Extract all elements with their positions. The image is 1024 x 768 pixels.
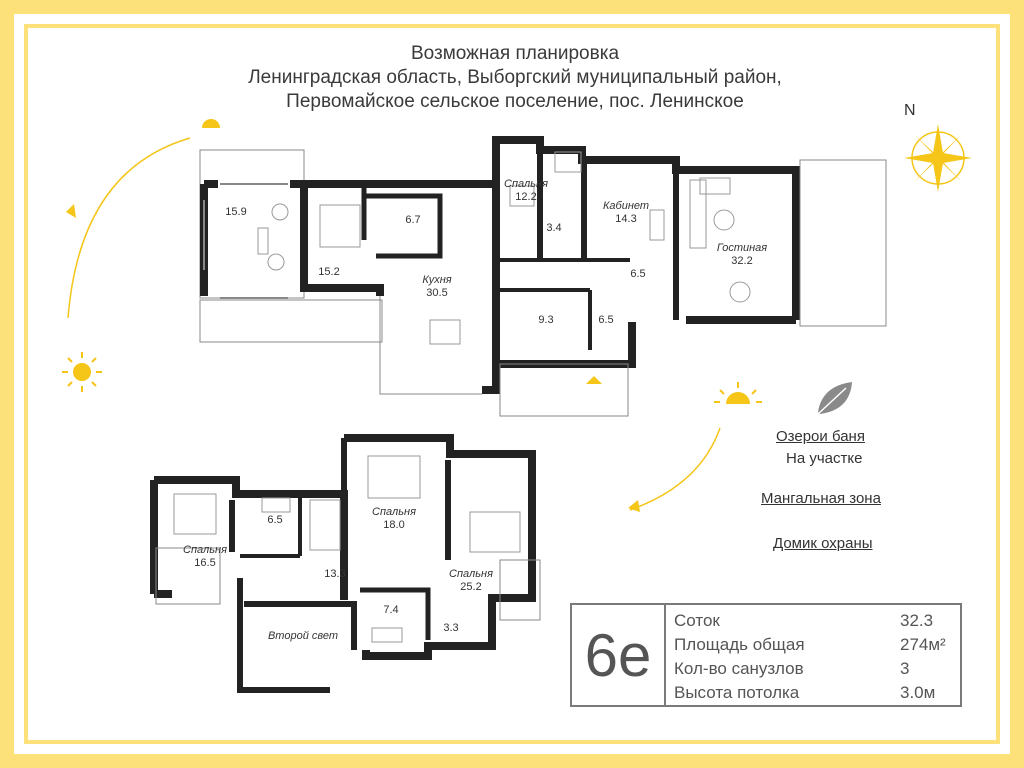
floor-2-furniture [173, 455, 521, 643]
spec-value: 32.3 [900, 611, 934, 630]
plan-code: 6е [572, 605, 666, 705]
room-area-15-9: 15.9 [225, 206, 247, 218]
arrow-icon [66, 204, 76, 218]
feature-link-sauna[interactable]: Озерои баня [776, 428, 865, 445]
floor-1-furniture [257, 151, 751, 345]
spec-row-bathrooms: Кол-во санузлов 3 [674, 657, 954, 681]
spec-row-plots: Соток 32.3 [674, 609, 954, 633]
room-area-6-5-wardrobe: 6.5 [598, 314, 614, 326]
page-title: Возможная планировка Ленинградская облас… [150, 42, 880, 114]
room-area-6-5-bath: 6.5 [267, 514, 283, 526]
feature-sub-sauna: На участке [786, 450, 863, 467]
feature-link-bbq[interactable]: Мангальная зона [761, 490, 881, 507]
leaf-icon [817, 382, 852, 415]
spec-key: Кол-во санузлов [674, 659, 804, 678]
title-line-1: Возможная планировка [410, 43, 620, 64]
spec-key: Площадь общая [674, 635, 805, 654]
spec-key: Соток [674, 611, 720, 630]
room-area-15-2: 15.2 [318, 266, 340, 278]
floor-2-plan [150, 434, 541, 693]
spec-value: 274м² [900, 635, 946, 654]
spec-key: Высота потолка [674, 683, 800, 702]
spec-row-area: Площадь общая 274м² [674, 633, 954, 657]
room-area-6-7: 6.7 [405, 214, 421, 226]
title-line-3: Первомайское сельское поселение, пос. Ле… [286, 91, 744, 112]
spec-value: 3.0м [900, 683, 936, 702]
sun-arc-left [67, 137, 191, 319]
spec-row-ceiling: Высота потолка 3.0м [674, 681, 954, 705]
room-area-3-4: 3.4 [546, 222, 562, 234]
entrance-arrow-icon [586, 376, 602, 384]
room-area-6-5-hall: 6.5 [630, 268, 646, 280]
floor-1-plan [199, 136, 887, 417]
sun-icon-top [202, 119, 220, 128]
sun-icon-left [62, 352, 102, 392]
sun-arc-right [629, 427, 721, 511]
sun-path [67, 137, 721, 511]
room-area-9-3: 9.3 [538, 314, 554, 326]
title-line-2: Ленинградская область, Выборгский муници… [248, 67, 782, 88]
inner-frame [24, 24, 1000, 744]
compass-icon [904, 124, 972, 192]
room-area-7-4: 7.4 [383, 604, 399, 616]
room-second-light: Второй свет [267, 630, 339, 642]
room-area-13-3: 13.3 [324, 568, 346, 580]
feature-link-guardhouse[interactable]: Домик охраны [773, 535, 873, 552]
room-area-3-3: 3.3 [443, 622, 459, 634]
north-label: N [904, 102, 916, 119]
spec-value: 3 [900, 659, 910, 678]
specs-table: 6е Соток 32.3 Площадь общая 274м² Кол-во с… [570, 603, 962, 707]
sun-icon-right [714, 382, 762, 404]
arrow-icon [628, 500, 640, 512]
